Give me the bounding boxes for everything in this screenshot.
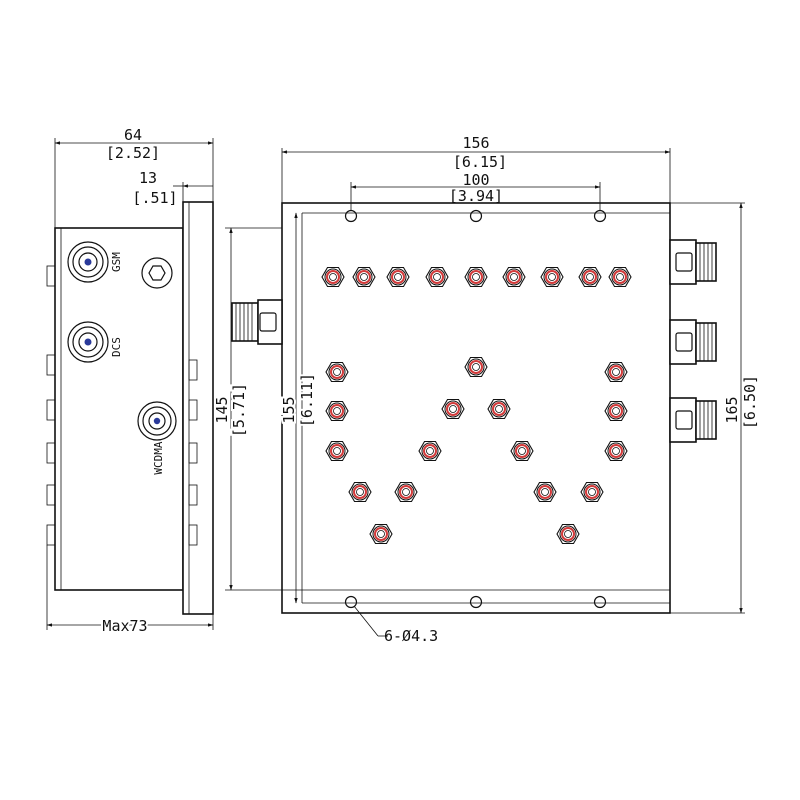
output-connector-gsm-icon (669, 239, 717, 285)
tuning-screw-icon (578, 266, 602, 288)
wcdma-label: WCDMA (152, 441, 165, 474)
tuning-screw-icon (510, 440, 534, 462)
top-view: 156 [6.15] 100 [3.94] 145 [5.71] 155 [6.… (213, 134, 759, 645)
side-left-bumps (46, 265, 56, 546)
inner-height-dim: 155 (280, 396, 298, 423)
dcs-connector-icon (67, 321, 109, 363)
tuning-screw-icon (325, 400, 349, 422)
tuning-screw-icon (502, 266, 526, 288)
tuning-screw-icon (352, 266, 376, 288)
gsm-label: GSM (110, 252, 123, 272)
tuning-screw-icon (441, 398, 465, 420)
top-width-dim: 156 (462, 134, 489, 152)
side-view: GSM DCS WCDMA 64 [2.52] 13 [.51] Max73 (46, 126, 214, 637)
hole-pitch-dim-inch: [3.94] (449, 187, 503, 205)
overall-height-dim-inch: [6.50] (741, 375, 759, 429)
tuning-screw-icon (418, 440, 442, 462)
wcdma-connector-icon (137, 401, 177, 441)
dcs-label: DCS (110, 337, 123, 357)
tuning-screw-icon (321, 266, 345, 288)
overall-height-dim: 165 (723, 396, 741, 423)
mounting-hole-icon (469, 595, 483, 609)
body-height-dim: 145 (213, 396, 231, 423)
side-body (54, 227, 184, 591)
tuning-screw-icon (348, 481, 372, 503)
tuning-screw-icon (604, 400, 628, 422)
tuning-screw-icon (540, 266, 564, 288)
tuning-screw-icon (580, 481, 604, 503)
inner-height-dim-inch: [6.11] (298, 373, 316, 427)
tuning-screw-icon (325, 361, 349, 383)
input-connector-icon (231, 299, 283, 345)
mounting-holes (344, 209, 607, 609)
tuning-screw-icon (487, 398, 511, 420)
tuning-screw-icon (325, 440, 349, 462)
gsm-connector-icon (67, 241, 109, 283)
tuning-screw-icon (369, 523, 393, 545)
hex-screw-icon (141, 257, 173, 289)
mounting-hole-icon (593, 209, 607, 223)
side-flange (182, 201, 214, 615)
tuning-screw-icon (556, 523, 580, 545)
flange-dim: 13 (139, 169, 157, 187)
output-connector-dcs-icon (669, 319, 717, 365)
tuning-screws (321, 266, 632, 545)
side-flange-bumps (188, 359, 198, 546)
top-width-dim-inch: [6.15] (453, 153, 507, 171)
tuning-screw-icon (533, 481, 557, 503)
hole-callout: 6-Ø4.3 (384, 627, 438, 645)
tuning-screw-icon (604, 440, 628, 462)
tuning-screw-icon (425, 266, 449, 288)
tuning-screw-icon (464, 266, 488, 288)
tuning-screw-icon (608, 266, 632, 288)
mounting-hole-icon (344, 595, 358, 609)
tuning-screw-icon (394, 481, 418, 503)
tuning-screw-icon (604, 361, 628, 383)
mounting-hole-icon (344, 209, 358, 223)
tuning-screw-icon (464, 356, 488, 378)
body-height-dim-inch: [5.71] (230, 383, 248, 437)
side-width-dim-inch: [2.52] (106, 144, 160, 162)
flange-dim-inch: [.51] (132, 189, 177, 207)
side-width-dim: 64 (124, 126, 142, 144)
hole-pitch-dim: 100 (462, 171, 489, 189)
mounting-hole-icon (469, 209, 483, 223)
max-dim: Max73 (102, 617, 147, 635)
tuning-screw-icon (386, 266, 410, 288)
mounting-hole-icon (593, 595, 607, 609)
output-connector-wcdma-icon (669, 397, 717, 443)
